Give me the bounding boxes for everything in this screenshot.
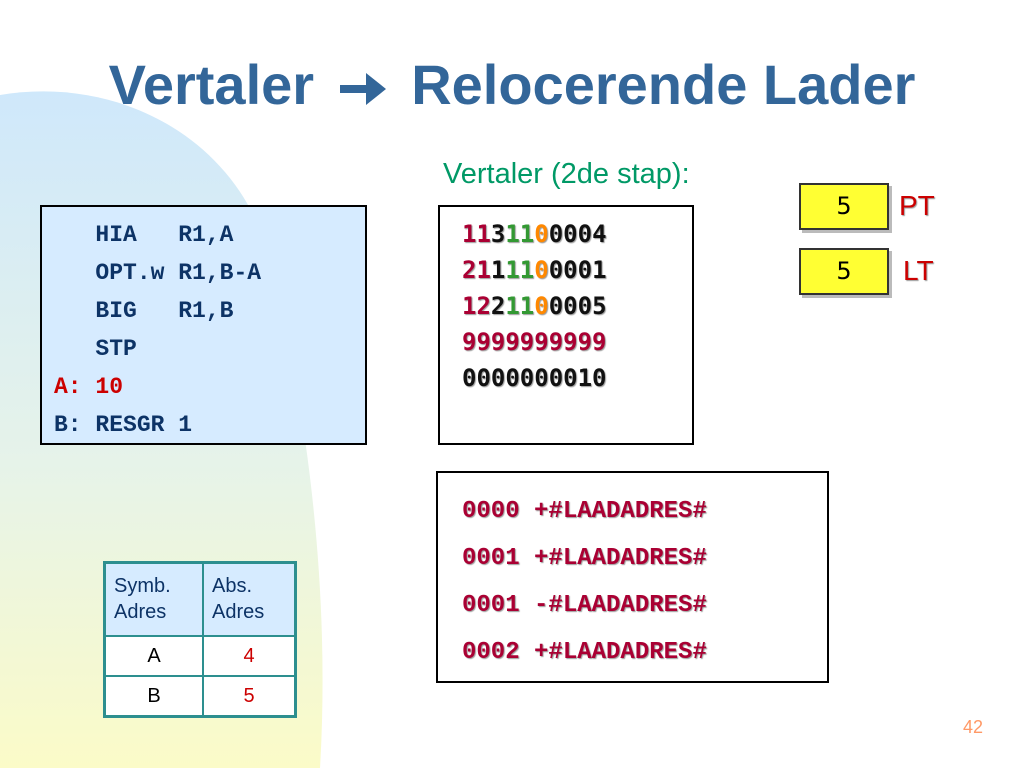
pt-register-value: 5 (799, 183, 889, 230)
lt-register-value: 5 (799, 248, 889, 295)
header-absolute-address: Abs. Adres (202, 561, 297, 637)
subtitle: Vertaler (2de stap): (443, 158, 690, 190)
object-line: 0000000010 (462, 364, 607, 392)
header-text: Symb. (114, 575, 171, 597)
slide-title: Vertaler Relocerende Lader (0, 52, 1024, 117)
pt-register-label: PT (899, 190, 935, 221)
source-line: STP (54, 330, 365, 368)
relocation-table-box: 0000 +#LAADADRES# 0001 +#LAADADRES# 0001… (436, 471, 829, 683)
symbol-table: Symb. Adres Abs. Adres A 4 B 5 (103, 561, 297, 718)
source-text: STP (95, 336, 137, 362)
source-line: A: 10 (54, 368, 365, 406)
index: 0 (534, 220, 549, 248)
object-line: 1131100004 (462, 216, 692, 252)
source-text: OPT.w R1,B-A (95, 260, 262, 286)
relocation-entry: 0001 +#LAADADRES# (462, 545, 707, 572)
source-label (54, 298, 95, 324)
object-code-box: 1131100004 2111100001 1221100005 9999999… (438, 205, 694, 445)
address: 0004 (548, 220, 607, 248)
relocation-entry: 0000 +#LAADADRES# (462, 498, 707, 525)
address-cell: 4 (202, 635, 297, 677)
symbol-table-header: Symb. Adres Abs. Adres (103, 561, 297, 637)
mode: 11 (505, 220, 535, 248)
title-right: Relocerende Lader (411, 53, 916, 116)
address: 0005 (548, 292, 607, 320)
symbol-cell: B (103, 675, 204, 718)
symbol-cell: A (103, 635, 204, 677)
register: 3 (490, 220, 506, 248)
title-left: Vertaler (108, 53, 315, 116)
source-text: 10 (81, 374, 124, 400)
object-line: 1221100005 (462, 288, 692, 324)
relocation-entry: 0002 +#LAADADRES# (462, 639, 707, 666)
lt-register-label: LT (903, 255, 934, 286)
right-arrow-icon (339, 73, 386, 106)
object-line: 2111100001 (462, 252, 692, 288)
source-code-box: HIA R1,A OPT.w R1,B-A BIG R1,B STP A: 10… (40, 205, 367, 445)
opcode: 21 (462, 256, 491, 284)
header-text: Adres (212, 601, 265, 623)
source-label (54, 222, 95, 248)
index: 0 (534, 256, 549, 284)
source-label (54, 260, 95, 286)
source-text: RESGR 1 (81, 412, 193, 438)
source-label (54, 336, 95, 362)
header-symbol-address: Symb. Adres (103, 561, 204, 637)
page-number: 42 (963, 717, 984, 737)
source-text: HIA R1,A (95, 222, 234, 248)
source-line: B: RESGR 1 (54, 406, 365, 444)
opcode: 11 (462, 220, 491, 248)
object-line: 9999999999 (462, 328, 607, 356)
address: 0001 (548, 256, 607, 284)
table-row: A 4 (103, 635, 297, 677)
register: 1 (490, 256, 506, 284)
mode: 11 (505, 292, 535, 320)
index: 0 (534, 292, 549, 320)
address-cell: 5 (202, 675, 297, 718)
opcode: 12 (462, 292, 491, 320)
source-label: B: (54, 412, 82, 438)
table-row: B 5 (103, 675, 297, 718)
header-text: Abs. (212, 575, 253, 597)
source-line: BIG R1,B (54, 292, 365, 330)
source-line: OPT.w R1,B-A (54, 254, 365, 292)
source-text: BIG R1,B (95, 298, 234, 324)
source-label: A: (54, 374, 82, 400)
mode: 11 (505, 256, 535, 284)
source-line: HIA R1,A (54, 216, 365, 254)
header-text: Adres (114, 601, 167, 623)
register: 2 (490, 292, 506, 320)
relocation-entry: 0001 -#LAADADRES# (462, 592, 707, 619)
